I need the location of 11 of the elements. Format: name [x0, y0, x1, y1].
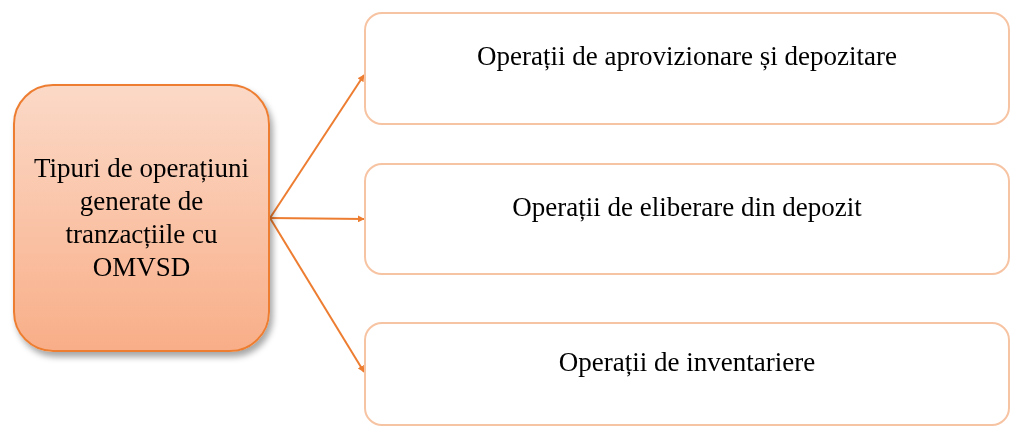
arrow [269, 215, 365, 223]
operation-box [364, 12, 1010, 125]
operation-box [364, 163, 1010, 275]
category-label: Tipuri de operațiuni generate de tranzacțiile cu OMVSD [33, 152, 250, 284]
category-box [13, 84, 270, 352]
arrow [269, 217, 365, 373]
operation-label: Operații de aprovizionare și depozitare [477, 40, 897, 73]
operation-label: Operații de inventariere [558, 345, 816, 379]
operation-label: Operații de eliberare din depozit [512, 190, 862, 224]
operation-box [364, 322, 1010, 426]
arrow [269, 74, 365, 219]
